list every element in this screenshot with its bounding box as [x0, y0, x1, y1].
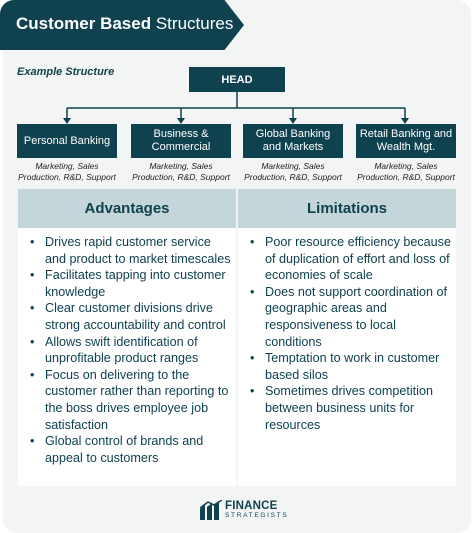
logo-line-1: FINANCE — [225, 499, 278, 512]
org-unit-functions: Marketing, Sales Production, R&D, Suppor… — [132, 161, 230, 182]
finance-strategists-logo-icon — [200, 500, 222, 520]
list-item: Facilitates tapping into customer knowle… — [26, 267, 232, 300]
org-unit-functions: Marketing, Sales Production, R&D, Suppor… — [357, 161, 455, 182]
finance-strategists-logo: FINANCE STRATEGISTS — [200, 498, 288, 522]
org-head-box: HEAD — [189, 67, 285, 92]
title-banner: Customer Based Structures — [0, 0, 244, 50]
list-item: Poor resource efficiency because of dupl… — [246, 234, 452, 284]
list-item: Focus on delivering to the customer rath… — [26, 367, 232, 433]
advantages-panel: Drives rapid customer service and produc… — [18, 228, 236, 486]
org-unit-retail-banking: Retail Banking and Wealth Mgt. — [356, 124, 456, 158]
limitations-list: Poor resource efficiency because of dupl… — [246, 234, 452, 433]
title-bold: Customer Based — [16, 14, 152, 33]
org-unit-personal-banking: Personal Banking — [17, 124, 117, 158]
example-structure-label: Example Structure — [17, 66, 115, 78]
limitations-panel: Poor resource efficiency because of dupl… — [238, 228, 456, 486]
list-item: Clear customer divisions drive strong ac… — [26, 300, 232, 333]
advantages-heading: Advantages — [18, 189, 236, 228]
org-unit-functions: Marketing, Sales Production, R&D, Suppor… — [244, 161, 342, 182]
list-item: Sometimes drives competition between bus… — [246, 383, 452, 433]
org-unit-global-banking: Global Banking and Markets — [243, 124, 343, 158]
advantages-list: Drives rapid customer service and produc… — [26, 234, 232, 466]
logo-line-2: STRATEGISTS — [225, 512, 289, 519]
limitations-heading: Limitations — [238, 189, 456, 228]
list-item: Allows swift identification of unprofita… — [26, 334, 232, 367]
list-item: Does not support coordination of geograp… — [246, 284, 452, 350]
list-item: Temptation to work in customer based sil… — [246, 350, 452, 383]
page-title: Customer Based Structures — [16, 14, 233, 34]
list-item: Drives rapid customer service and produc… — [26, 234, 232, 267]
org-unit-functions: Marketing, Sales Production, R&D, Suppor… — [18, 161, 116, 182]
title-rest: Structures — [155, 14, 234, 33]
org-unit-business-commercial: Business & Commercial — [131, 124, 231, 158]
list-item: Global control of brands and appeal to c… — [26, 433, 232, 466]
